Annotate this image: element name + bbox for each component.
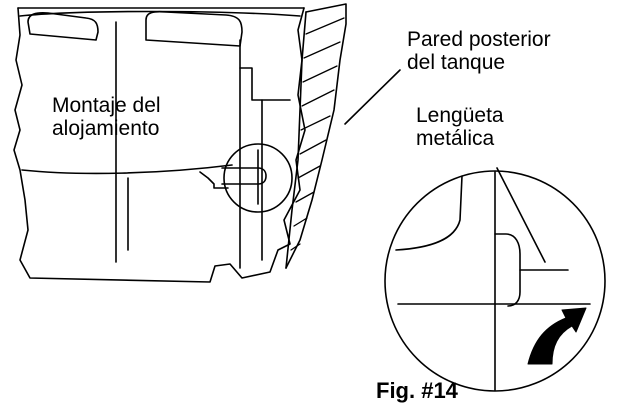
housing-top-pad-right bbox=[145, 10, 243, 47]
tank-wall-outer bbox=[285, 3, 347, 269]
detail-tab-shape bbox=[494, 233, 521, 307]
tab-detail-small bbox=[221, 167, 267, 185]
label-tank-wall-line1: Pared posterior bbox=[407, 28, 551, 51]
detail-housing-curve bbox=[395, 175, 463, 251]
leader-tank-wall bbox=[344, 69, 401, 125]
label-tank-wall-line2: del tanque bbox=[407, 51, 506, 74]
label-tab-line2: metálica bbox=[416, 127, 495, 150]
label-tank-wall: Pared posterior del tanque bbox=[407, 28, 551, 74]
detail-circle-large bbox=[384, 170, 606, 392]
label-tab: Lengüeta metálica bbox=[416, 104, 504, 150]
housing-outline bbox=[13, 7, 306, 283]
housing-lower-step bbox=[199, 171, 229, 189]
housing-inner-step bbox=[239, 67, 263, 261]
label-housing: Montaje del alojamiento bbox=[52, 94, 161, 140]
label-housing-line2: alojamiento bbox=[52, 117, 160, 140]
figure-caption: Fig. #14 bbox=[376, 378, 458, 403]
housing-top-rim-lip bbox=[19, 10, 301, 17]
label-housing-line1: Montaje del bbox=[52, 94, 161, 117]
leader-tab bbox=[496, 167, 546, 263]
housing-lower-edge bbox=[21, 164, 233, 175]
housing-top-pad-left bbox=[27, 11, 99, 41]
label-tab-line1: Lengüeta bbox=[416, 104, 504, 127]
rotation-arrow-icon bbox=[527, 307, 587, 365]
tank-wall-hatching bbox=[290, 17, 345, 251]
detail-circle-small bbox=[223, 143, 293, 213]
tank-wall-inner bbox=[285, 11, 307, 269]
